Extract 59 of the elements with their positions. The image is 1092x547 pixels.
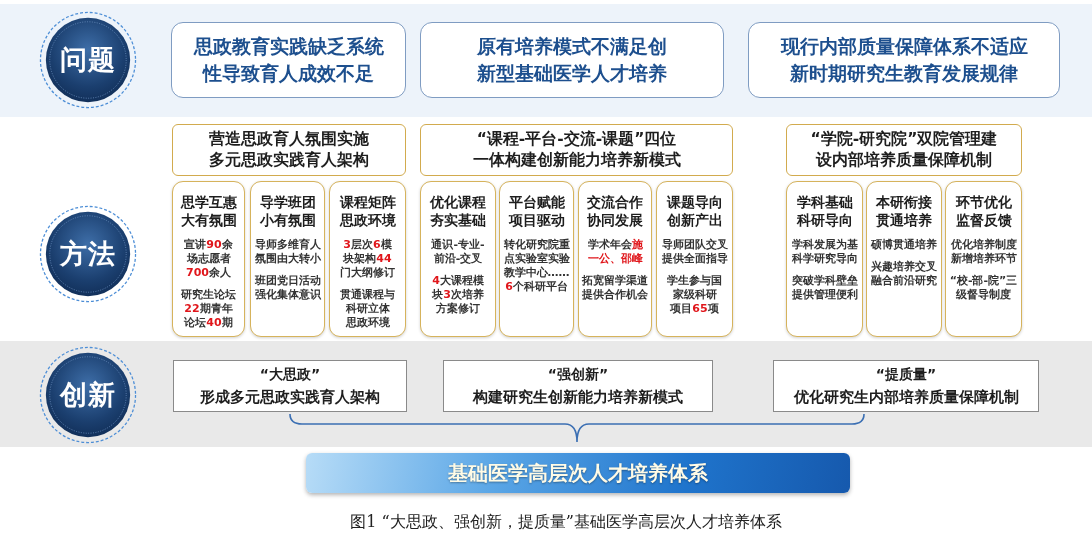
innovation-box	[173, 360, 407, 412]
method-card	[250, 181, 325, 337]
box-heading: “强创新”	[547, 365, 609, 384]
method-card	[420, 181, 496, 337]
method-card	[786, 181, 863, 337]
card-text: 学科发展为基科学研究导向	[791, 238, 858, 266]
card-text: 3层次6模块架构44门大纲修订	[339, 238, 396, 280]
card-title: 本研衔接贯通培养	[875, 193, 933, 229]
card-text: 通识-专业-前沿-交叉	[430, 238, 486, 266]
card-text: 4大课程模块3次培养方案修订	[431, 274, 485, 316]
card-title: 课题导向创新产出	[666, 193, 723, 229]
problem-box: 原有培养模式不满足创新型基础医学人才培养	[420, 22, 724, 98]
card-title: 环节优化监督反馈	[955, 193, 1012, 229]
card-text: 导师多维育人氛围由大转小	[254, 238, 321, 266]
method-card	[172, 181, 245, 337]
result-bar: 基础医学高层次人才培养体系	[306, 453, 850, 493]
section-circle: 方法	[39, 205, 137, 303]
card-text: “校-部-院”三级督导制度	[949, 274, 1018, 302]
method-card	[329, 181, 406, 337]
card-title: 优化课程夯实基础	[429, 193, 487, 229]
card-title: 课程矩阵思政环境	[339, 193, 396, 229]
card-title: 交流合作协同发展	[586, 193, 644, 229]
box-text: 构建研究生创新能力培养新模式	[472, 387, 684, 407]
innovation-box	[443, 360, 713, 412]
card-text: 兴趣培养交叉融合前沿研究	[870, 260, 938, 288]
card-title: 思学互惠大有氛围	[180, 193, 237, 229]
box-heading: “大思政”	[259, 365, 321, 384]
card-text: 导师团队交叉提供全面指导	[661, 238, 728, 266]
method-heading-box: “课程-平台-交流-课题”四位一体构建创新能力培养新模式	[420, 124, 733, 176]
box-text: 优化研究生内部培养质量保障机制	[793, 387, 1019, 407]
card-text: 贯通课程与科研立体思政环境	[339, 288, 396, 330]
card-text: 学术年会施一公、邵峰	[587, 238, 643, 266]
problem-box: 思政教育实践缺乏系统性导致育人成效不足	[171, 22, 406, 98]
problem-box: 现行内部质量保障体系不适应新时期研究生教育发展规律	[748, 22, 1060, 98]
card-text: 突破学科壁垒提供管理便利	[791, 274, 858, 302]
method-card	[656, 181, 733, 337]
method-card	[499, 181, 574, 337]
card-text: 优化培养制度新增培养环节	[950, 238, 1017, 266]
method-card	[578, 181, 652, 337]
method-heading-box: “学院-研究院”双院管理建设内部培养质量保障机制	[786, 124, 1022, 176]
card-text: 班团党日活动强化集体意识	[254, 274, 321, 302]
method-heading-box: 营造思政育人氛围实施多元思政实践育人架构	[172, 124, 406, 176]
card-title: 学科基础科研导向	[796, 193, 853, 229]
box-heading: “提质量”	[875, 365, 937, 384]
card-title: 导学班团小有氛围	[259, 193, 316, 229]
card-text: 拓宽留学渠道提供合作机会	[581, 274, 649, 302]
section-circle: 问题	[39, 11, 137, 109]
card-text: 宣讲90余场志愿者700余人	[183, 238, 234, 280]
card-text: 硕博贯通培养	[870, 238, 938, 252]
innovation-box	[773, 360, 1039, 412]
method-card	[945, 181, 1022, 337]
caption: 图1 “大思政、强创新，提质量”基础医学高层次人才培养体系	[350, 512, 782, 533]
card-text: 转化研究院重点实验室实验教学中心……6个科研平台	[503, 238, 570, 294]
card-text: 学生参与国家级科研项目65项	[666, 274, 723, 316]
card-title: 平台赋能项目驱动	[508, 193, 565, 229]
method-card	[866, 181, 942, 337]
card-text: 研究生论坛22期青年论坛40期	[180, 288, 237, 330]
box-text: 形成多元思政实践育人架构	[199, 387, 381, 407]
section-circle: 创新	[39, 346, 137, 444]
